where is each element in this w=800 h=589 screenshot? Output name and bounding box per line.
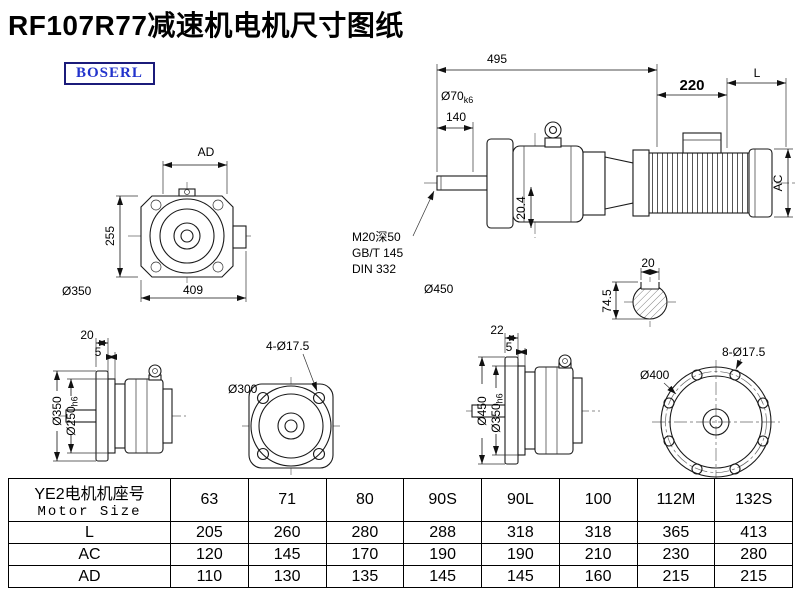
- dim-key-depth: 20.4: [514, 196, 528, 220]
- output-flange-side-view: 20 5 Ø350 Ø250h6: [50, 328, 186, 462]
- thread-note-line2: GB/T 145: [352, 246, 403, 260]
- motor-size-table: YE2电机机座号 Motor Size 63 71 80 90S 90L 100…: [8, 478, 793, 588]
- dim-AC: AC: [771, 174, 785, 191]
- column-header-71: 71: [247, 478, 327, 522]
- column-header-90l: 90L: [481, 478, 560, 522]
- thread-note-line3: DIN 332: [352, 262, 396, 276]
- dim-L: L: [754, 66, 761, 80]
- page-title: RF107R77减速机电机尺寸图纸: [8, 10, 404, 41]
- row-label-AC: AC: [8, 543, 171, 566]
- column-header-90s: 90S: [403, 478, 482, 522]
- table-row-AC: AC 120 145 170 190 190 210 230 280: [8, 543, 793, 566]
- square-flange-front-view: 4-Ø17.5 Ø300: [228, 339, 340, 475]
- table-title-cn: YE2电机机座号: [34, 486, 145, 503]
- dim-409: 409: [183, 283, 203, 297]
- pilot-dia-value-350: Ø350: [489, 403, 503, 433]
- table-cell: 230: [636, 543, 716, 566]
- row-label-L: L: [8, 521, 171, 544]
- label-flange-dia: Ø450: [424, 282, 454, 296]
- table-cell: 365: [636, 521, 716, 544]
- table-cell: 130: [247, 565, 327, 588]
- row-label-AD: AD: [8, 565, 171, 588]
- label-bolt-holes-8: 8-Ø17.5: [722, 345, 766, 359]
- column-header-132s: 132S: [714, 478, 793, 522]
- label-flange-od-350: Ø350: [50, 396, 64, 426]
- table-cell: 135: [325, 565, 405, 588]
- table-cell: 145: [247, 543, 327, 566]
- table-title-cell: YE2电机机座号 Motor Size: [8, 478, 171, 522]
- thread-note-line1: M20深50: [352, 230, 401, 244]
- table-header-row: YE2电机机座号 Motor Size 63 71 80 90S 90L 100…: [8, 478, 793, 522]
- table-cell: 160: [558, 565, 638, 588]
- table-cell: 260: [247, 521, 327, 544]
- table-cell: 190: [481, 543, 560, 566]
- table-cell: 318: [481, 521, 560, 544]
- dim-flange-thickness-22: 22: [490, 323, 504, 337]
- table-cell: 210: [558, 543, 638, 566]
- dim-key-width: 20: [641, 256, 655, 270]
- label-flange-od-450: Ø450: [475, 396, 489, 426]
- table-cell: 170: [325, 543, 405, 566]
- label-pilot-dia-350: Ø350h6: [489, 393, 505, 432]
- dim-ad: AD: [198, 145, 215, 159]
- table-cell: 280: [714, 543, 793, 566]
- dim-pilot-5: 5: [95, 345, 102, 359]
- dim-140: 140: [446, 110, 466, 124]
- gearbox-front-view: AD 255 409 Ø350: [62, 145, 252, 302]
- table-cell: 288: [403, 521, 482, 544]
- label-shaft-dia: Ø70k6: [441, 89, 473, 105]
- column-header-112m: 112M: [636, 478, 716, 522]
- column-header-80: 80: [325, 478, 405, 522]
- pilot-dia-value: Ø250: [64, 406, 78, 436]
- brand-logo: BOSERL: [64, 62, 155, 85]
- table-row-AD: AD 110 130 135 145 145 160 215 215: [8, 565, 793, 588]
- shaft-section-view: 20 74.5: [600, 256, 676, 327]
- table-cell: 110: [170, 565, 249, 588]
- shaft-dia-tolerance: k6: [464, 95, 474, 105]
- dim-flange-thickness-20: 20: [80, 328, 94, 342]
- label-dia-300: Ø300: [228, 382, 258, 396]
- table-cell: 318: [558, 521, 638, 544]
- table-cell: 145: [403, 565, 482, 588]
- label-pilot-dia-250: Ø250h6: [64, 396, 80, 435]
- dim-pilot-5b: 5: [506, 340, 513, 354]
- table-cell: 145: [481, 565, 560, 588]
- table-cell: 280: [325, 521, 405, 544]
- technical-drawing: AD 255 409 Ø350: [50, 52, 796, 478]
- round-flange-front-view: Ø400 8-Ø17.5: [640, 345, 780, 478]
- table-cell: 413: [714, 521, 793, 544]
- label-bolt-holes-4: 4-Ø17.5: [266, 339, 310, 353]
- table-cell: 205: [170, 521, 249, 544]
- label-bolt-circle-400: Ø400: [640, 368, 670, 382]
- table-row-L: L 205 260 280 288 318 318 365 413: [8, 521, 793, 544]
- column-header-63: 63: [170, 478, 249, 522]
- table-cell: 120: [170, 543, 249, 566]
- table-cell: 215: [636, 565, 716, 588]
- dim-section-height: 74.5: [600, 289, 614, 313]
- dim-220: 220: [679, 77, 704, 94]
- input-flange-side-view: 22 5 Ø450 Ø350h6: [466, 323, 600, 465]
- table-title-en: Motor Size: [37, 504, 142, 520]
- dim-495: 495: [487, 52, 507, 66]
- assembly-side-view: 495 140 Ø70k6 220 L AC 20.4 M20深50 GB/T …: [352, 52, 796, 296]
- column-header-100: 100: [558, 478, 638, 522]
- pilot-dia-tolerance-350: h6: [495, 393, 505, 403]
- pilot-dia-tolerance: h6: [70, 396, 80, 406]
- table-cell: 190: [403, 543, 482, 566]
- label-dia-350: Ø350: [62, 284, 92, 298]
- table-cell: 215: [714, 565, 793, 588]
- dim-255: 255: [103, 226, 117, 246]
- shaft-dia-value: Ø70: [441, 89, 464, 103]
